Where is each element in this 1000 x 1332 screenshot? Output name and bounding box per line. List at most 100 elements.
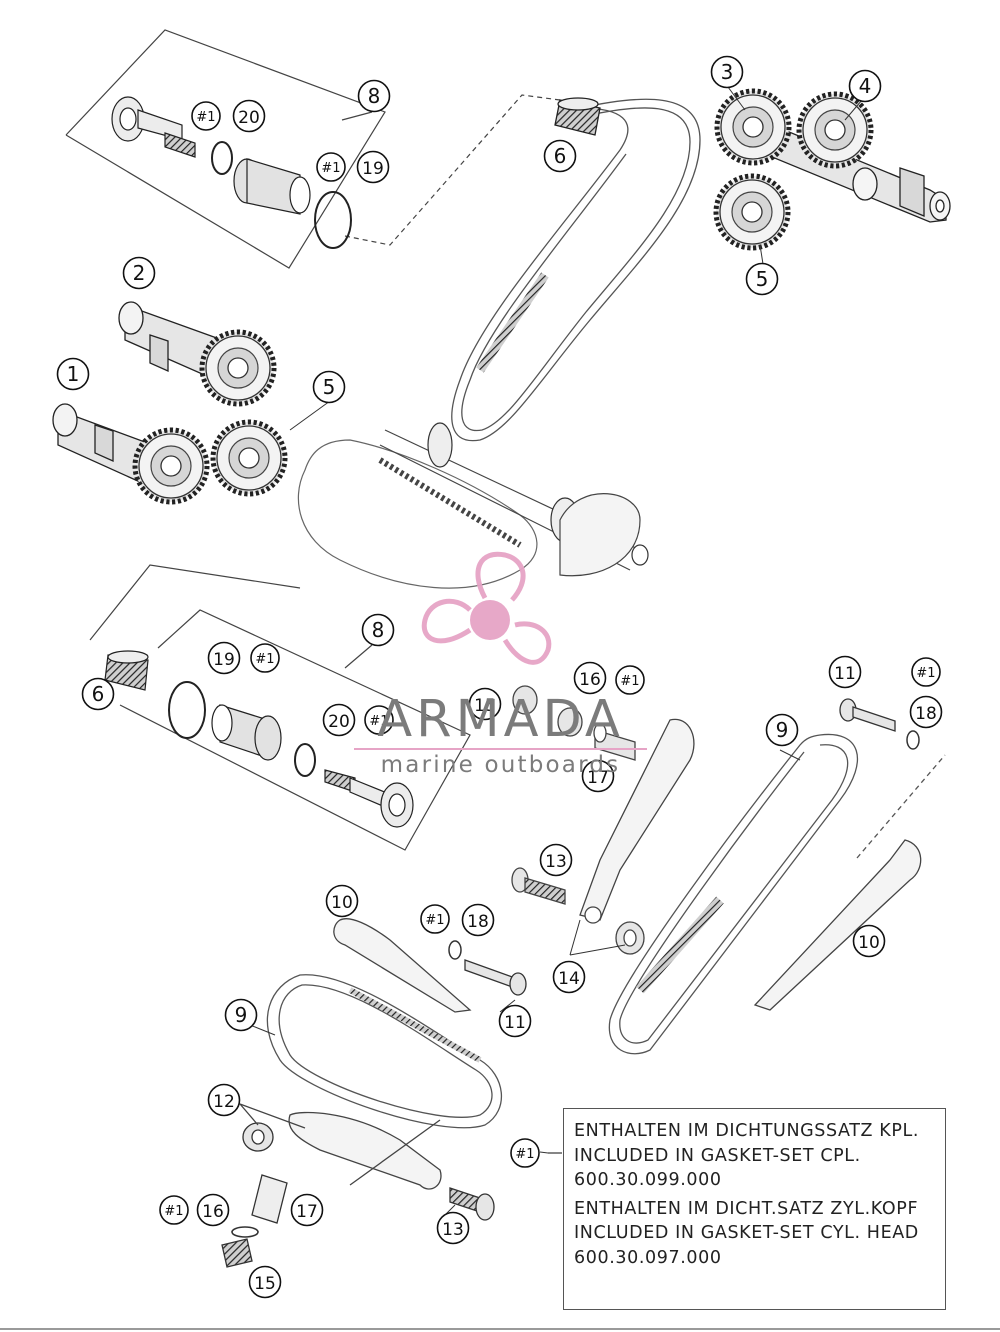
callout-circle — [573, 661, 607, 695]
exhaust-camshaft-assembly — [716, 91, 951, 248]
crankshaft-and-chain — [297, 422, 649, 589]
chain-guide-rail-right — [511, 685, 695, 955]
watermark-brand: ARMADA — [377, 690, 624, 749]
callout-circle — [852, 924, 886, 958]
tensioner-parts-15-16-17 — [512, 685, 636, 761]
sealing-washer-16 — [231, 1226, 259, 1238]
lower-shaft-assembly-group — [89, 564, 471, 851]
washer-18-lower — [448, 940, 462, 960]
guide-bolt-11-right — [839, 698, 896, 732]
propeller-icon — [421, 551, 552, 665]
callout-number: #1 — [321, 161, 340, 176]
callout-number: 18 — [915, 704, 937, 724]
callout-circle — [364, 705, 394, 735]
tensioner-rail-12 — [288, 1111, 442, 1190]
intake-camshaft-assembly — [52, 301, 285, 502]
spacer-bushing-lower — [211, 704, 282, 761]
upper-shaft-assembly-group — [65, 29, 561, 269]
callout-circle — [765, 713, 799, 747]
camshaft-pin — [111, 96, 196, 158]
callout-number: 1 — [67, 362, 80, 386]
callout-circle — [710, 55, 744, 89]
callout-number: 3 — [721, 60, 734, 84]
callout-number: 10 — [858, 933, 880, 953]
callout-circle — [81, 677, 115, 711]
callout-circle — [552, 960, 586, 994]
callout-number: 6 — [554, 144, 567, 168]
callout-number: #1 — [620, 674, 639, 689]
callout-number: 13 — [442, 1220, 464, 1240]
callout-circle — [322, 703, 356, 737]
tensioner-bushing-12 — [242, 1122, 274, 1152]
callout-circle — [159, 1195, 189, 1225]
watermark-subtitle: marine outboards — [380, 752, 621, 778]
callout-circle — [848, 69, 882, 103]
callout-number: 13 — [545, 852, 567, 872]
callout-circle — [361, 613, 395, 647]
callout-number: 16 — [202, 1202, 224, 1222]
callout-number: 5 — [323, 375, 336, 399]
callout-circle — [420, 904, 450, 934]
legend-line-1: ENTHALTEN IM DICHTUNGSSATZ KPL. — [574, 1121, 920, 1141]
callout-circle — [539, 843, 573, 877]
callout-circle — [468, 687, 502, 721]
bushing-14 — [615, 921, 645, 955]
callout-number: 18 — [467, 912, 489, 932]
callout-circle — [911, 657, 941, 687]
legend-line-4: ENTHALTEN IM DICHT.SATZ ZYL.KOPF — [574, 1198, 919, 1219]
plug-screw-15 — [221, 1238, 253, 1268]
callout-labels: 1234556688991010111112131314151516161717… — [56, 55, 943, 1299]
callout-number: 10 — [331, 893, 353, 913]
legend-line-3: 600.30.099.000 — [574, 1170, 722, 1190]
legend-line-5: INCLUDED IN GASKET-SET CYL. HEAD — [574, 1223, 919, 1243]
callout-number: 11 — [504, 1013, 526, 1033]
callout-circle — [325, 884, 359, 918]
callout-number: 15 — [474, 696, 496, 716]
callout-circle — [224, 998, 258, 1032]
guide-bolt-11-lower — [464, 959, 527, 996]
callout-number: 8 — [372, 618, 385, 642]
o-ring-20-lower — [294, 743, 316, 777]
callout-number: 17 — [587, 768, 609, 788]
callout-circle — [191, 101, 221, 131]
callout-circle — [436, 1211, 470, 1245]
callout-number: #1 — [196, 110, 215, 125]
callout-number: 2 — [133, 261, 146, 285]
callout-circle — [461, 903, 495, 937]
callout-circle — [510, 1138, 540, 1168]
needle-bearing-6-lower — [104, 650, 149, 691]
guide-bolt-13-right — [511, 867, 566, 905]
callout-number: 19 — [362, 159, 384, 179]
callout-number: #1 — [916, 666, 935, 681]
callout-circle — [207, 641, 241, 675]
guide-rail-10-lower — [333, 918, 472, 1013]
callout-circle — [543, 139, 577, 173]
o-ring-19 — [314, 191, 352, 249]
watermark-divider — [354, 748, 647, 750]
spacer-bushing — [233, 158, 311, 215]
timing-chain-right — [608, 698, 946, 1055]
callout-number: 5 — [756, 267, 769, 291]
callout-number: #1 — [369, 714, 388, 729]
callout-circle — [356, 150, 390, 184]
washer-18-right — [906, 730, 920, 750]
callout-number: 9 — [776, 718, 789, 742]
leader-lines — [249, 86, 871, 1221]
callout-number: 20 — [238, 108, 260, 128]
callout-number: 14 — [558, 969, 580, 989]
callout-circle — [357, 79, 391, 113]
callout-circle — [745, 262, 779, 296]
callout-circle — [56, 357, 90, 391]
callout-number: 15 — [254, 1274, 276, 1294]
camshaft-pin-lower — [324, 769, 414, 828]
callout-number: 11 — [834, 664, 856, 684]
callout-circle — [498, 1004, 532, 1038]
callout-number: 16 — [579, 670, 601, 690]
callout-circle — [248, 1265, 282, 1299]
callout-circle — [312, 370, 346, 404]
tensioner-pin-17 — [251, 1174, 288, 1224]
callout-number: 6 — [92, 682, 105, 706]
legend-line-2: INCLUDED IN GASKET-SET CPL. — [574, 1145, 861, 1166]
o-ring-19-lower — [168, 681, 206, 739]
